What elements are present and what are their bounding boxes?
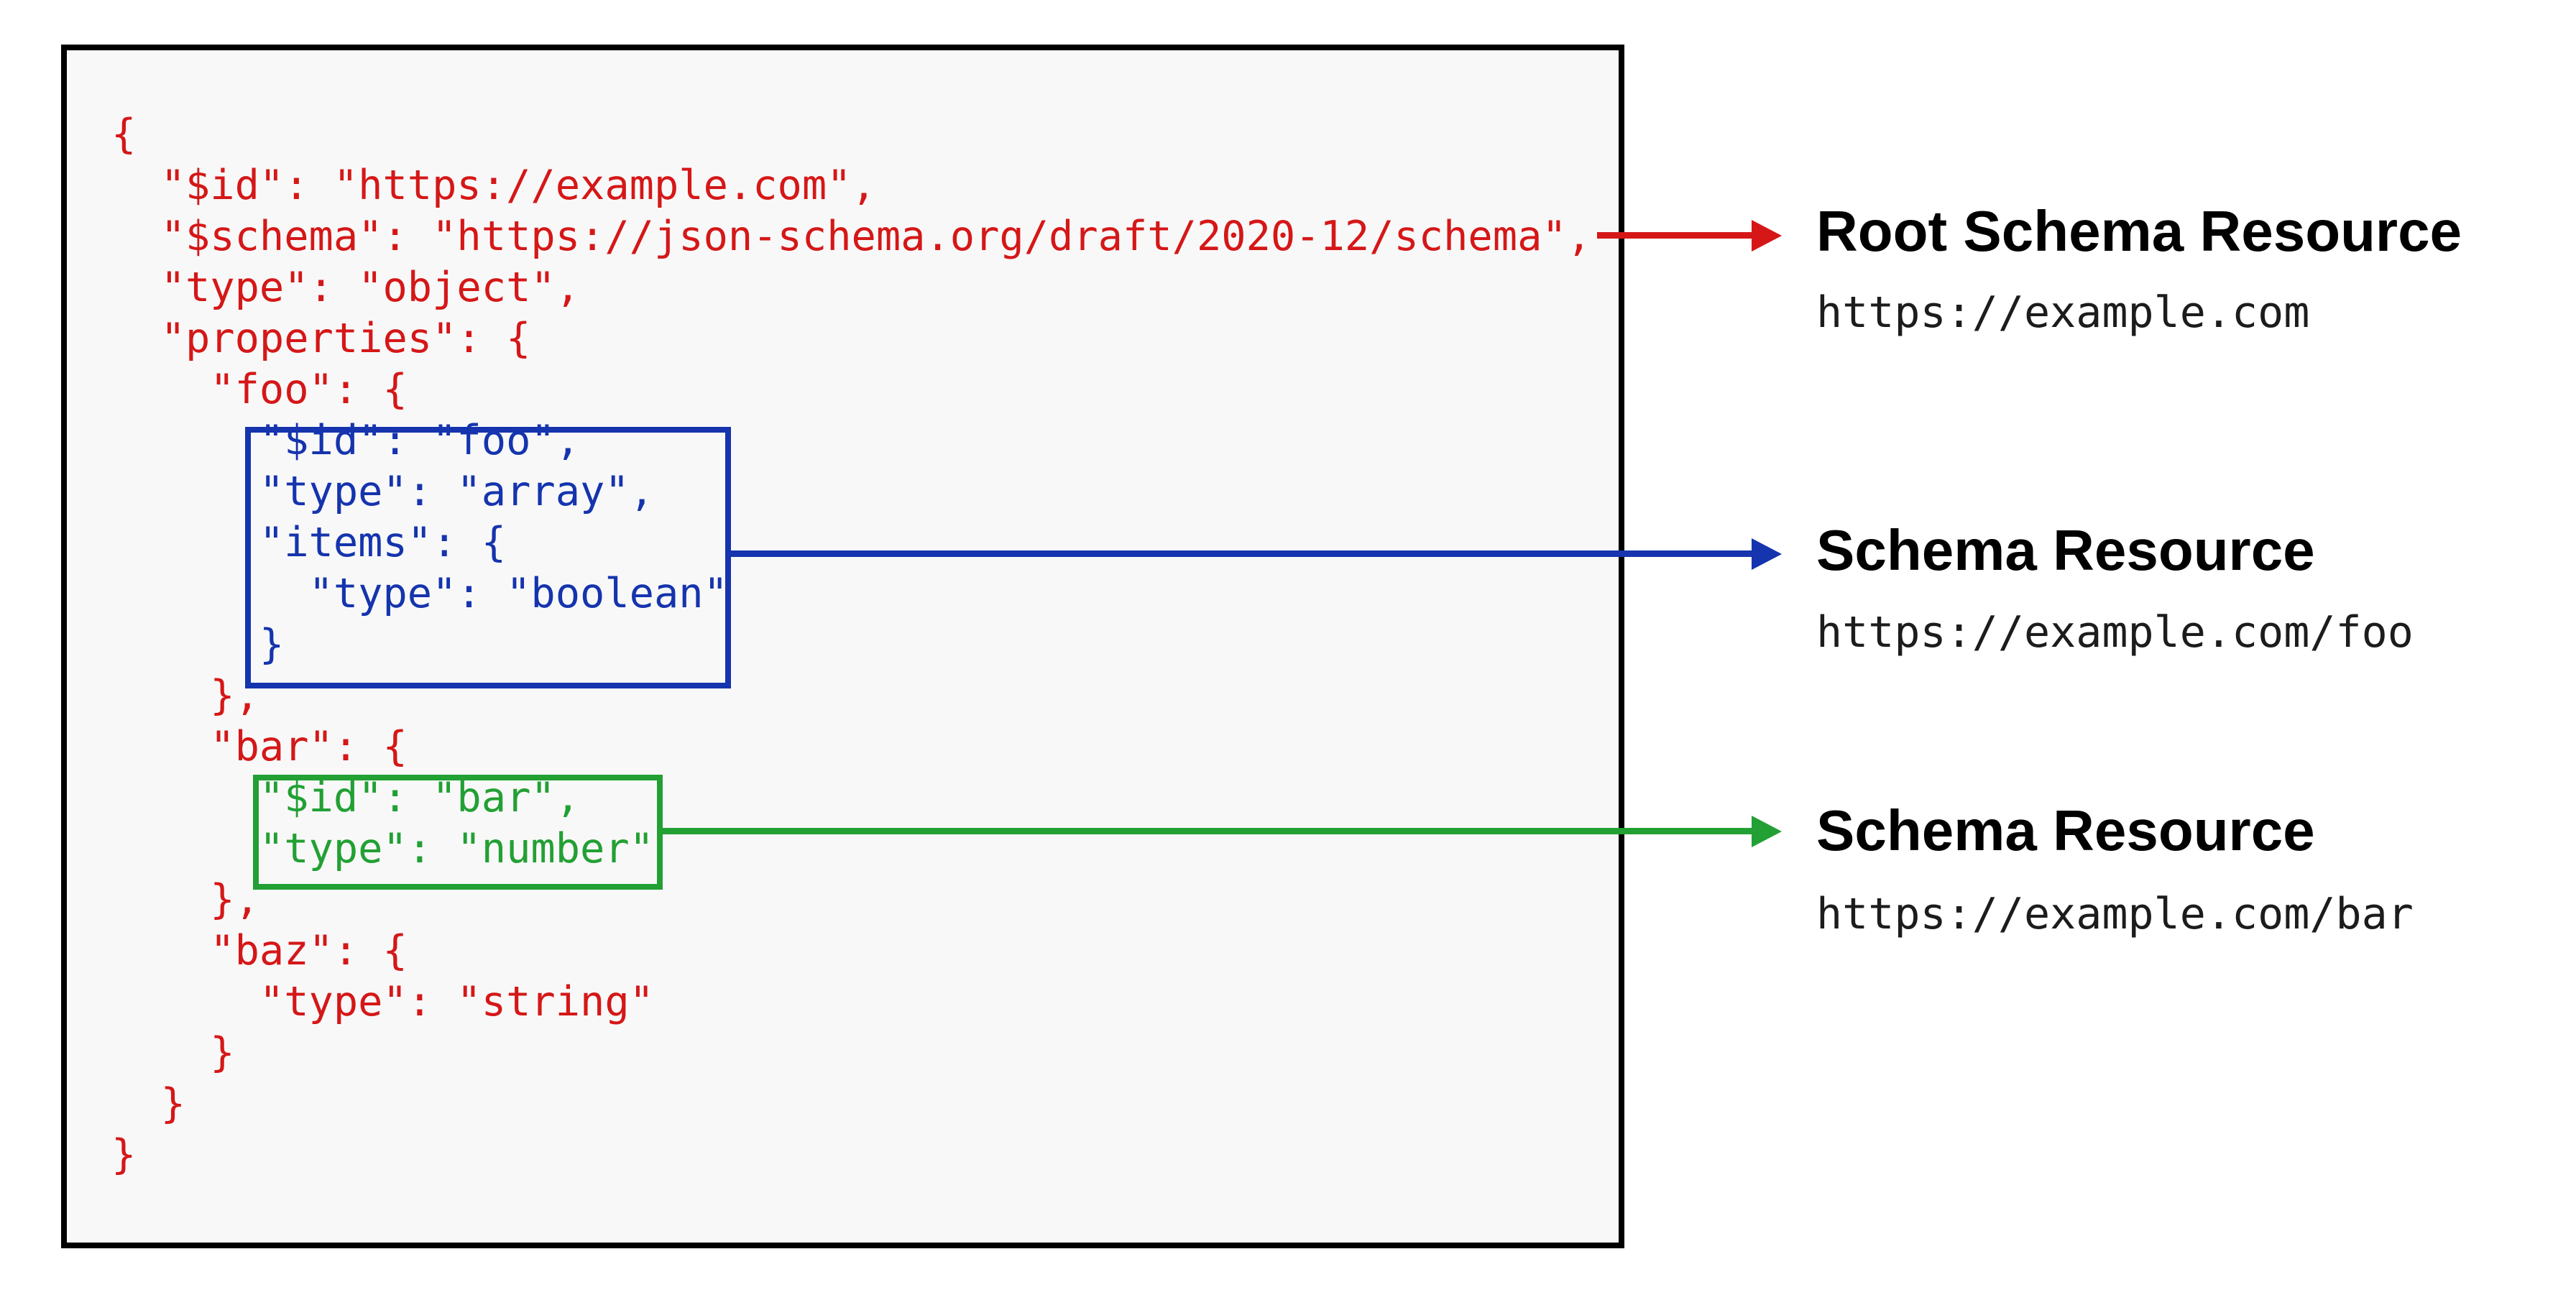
code-line: { [111, 111, 137, 158]
annotation-title-bar: Schema Resource [1816, 798, 2315, 862]
code-line: "bar": { [111, 723, 408, 770]
right-arrowhead-icon [1752, 816, 1782, 847]
annotation-url-foo: https://example.com/foo [1816, 607, 2414, 658]
code-line: } [111, 1029, 235, 1077]
code-line: "foo": { [111, 366, 408, 413]
annotation-url-bar: https://example.com/bar [1816, 889, 2414, 939]
code-line: "$id": "bar", [111, 774, 581, 821]
code-line: "$id": "foo", [111, 417, 581, 464]
annotation-title-root: Root Schema Resource [1816, 199, 2462, 263]
code-line: "properties": { [111, 315, 531, 362]
code-line: "type": "boolean" [111, 570, 728, 617]
arrow-line-bar [661, 828, 1752, 834]
schema-resource-box-bar [253, 775, 663, 890]
code-line: } [111, 621, 285, 668]
code-line: "type": "number" [111, 825, 654, 872]
right-arrowhead-icon [1752, 538, 1782, 570]
arrow-line-foo [730, 550, 1752, 557]
annotation-title-foo: Schema Resource [1816, 518, 2315, 582]
code-line: }, [111, 876, 259, 923]
code-line: } [111, 1080, 185, 1128]
schema-code-block: { "$id": "https://example.com", "$schema… [111, 109, 1591, 1181]
schema-resource-box-foo [245, 427, 731, 688]
code-line: "$schema": "https://json-schema.org/draf… [111, 213, 1592, 260]
code-line: "type": "string" [111, 978, 654, 1026]
schema-code-panel [61, 45, 1624, 1248]
code-line: "type": "object", [111, 264, 581, 311]
code-line: "baz": { [111, 927, 408, 974]
code-line: "$id": "https://example.com", [111, 162, 876, 209]
right-arrowhead-icon [1752, 220, 1782, 252]
code-line: "type": "array", [111, 468, 654, 515]
code-line: }, [111, 672, 259, 719]
annotation-url-root: https://example.com [1816, 287, 2310, 338]
code-line: } [111, 1131, 137, 1179]
arrow-line-root [1597, 232, 1752, 239]
code-line: "items": { [111, 519, 507, 566]
